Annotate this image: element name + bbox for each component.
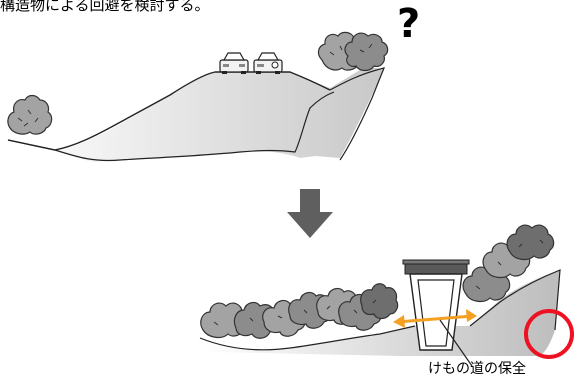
ground-line	[199, 325, 416, 351]
trees-right	[317, 31, 389, 72]
header-text: 構造物による回避を検討する。	[0, 0, 210, 14]
car-left	[219, 52, 249, 74]
top-scene	[7, 31, 389, 162]
trees-bottom-left	[200, 283, 399, 339]
hill-inner-line	[54, 91, 335, 162]
approval-circle	[524, 309, 574, 359]
down-arrow	[287, 189, 333, 238]
path-double-arrow	[393, 309, 477, 328]
culvert-structure	[402, 259, 470, 351]
left-ground	[7, 139, 56, 151]
trees-bottom-right	[462, 224, 555, 303]
caption-label: けもの道の保全	[428, 361, 526, 377]
hill-ridge-line	[7, 71, 331, 151]
bottom-scene	[199, 224, 574, 367]
caption-leader-line	[439, 319, 473, 367]
embankment	[8, 67, 384, 162]
slope-line	[469, 269, 561, 331]
car-right	[253, 52, 283, 74]
question-mark: ?	[397, 1, 421, 47]
right-slope-line	[329, 67, 385, 161]
ground	[200, 270, 560, 356]
tree-left	[7, 94, 53, 135]
